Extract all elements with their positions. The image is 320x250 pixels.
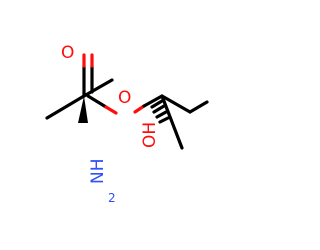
bond-methyl-alpha <box>45 94 86 120</box>
bond-carbonyl-ester-o <box>86 94 108 109</box>
hydroxyl-label: OH <box>140 122 160 148</box>
amine-label: NH <box>88 159 108 185</box>
bond-quaternary-methyl <box>160 94 184 150</box>
bond-carbonyl-ester-o-red <box>104 105 118 115</box>
amine-subscript: 2 <box>108 191 116 205</box>
bond-alpha-carbonyl <box>82 78 114 98</box>
molecule-structure: O O OH NH 2 <box>45 43 209 205</box>
bond-ester-o-quaternary <box>142 94 164 108</box>
bond-ethyl-terminal <box>188 100 209 114</box>
bold-wedge-nh2 <box>78 96 88 123</box>
ester-oxygen-label: O <box>118 88 131 108</box>
carbonyl-oxygen-label: O <box>61 43 74 63</box>
hashed-wedge-oh <box>150 99 170 124</box>
bond-quaternary-ethyl <box>160 94 192 114</box>
bond-ester-o-quaternary-red <box>133 104 146 114</box>
